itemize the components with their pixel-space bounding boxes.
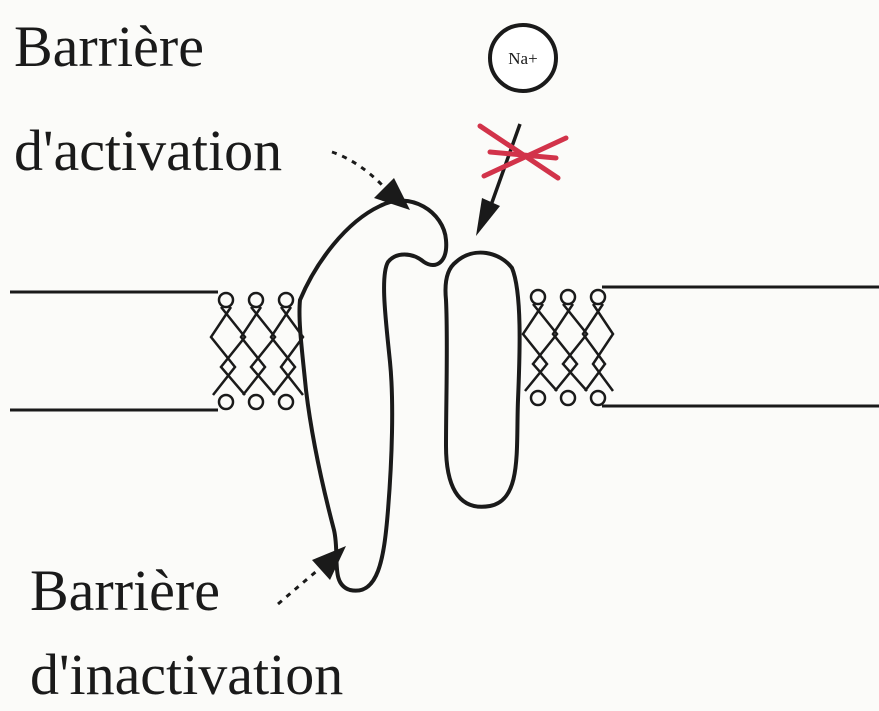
lipid-bilayer-right bbox=[523, 290, 613, 405]
lipid-head bbox=[591, 290, 605, 304]
lipid-head bbox=[249, 395, 263, 409]
lipid-head bbox=[279, 395, 293, 409]
sodium-ion: Na+ bbox=[490, 25, 556, 91]
sodium-channel bbox=[299, 201, 519, 591]
lipid-bilayer-left bbox=[211, 293, 303, 409]
inactivation-arrow-head bbox=[312, 546, 346, 580]
ion-label: Na+ bbox=[508, 49, 537, 68]
lipid-tails bbox=[211, 307, 303, 395]
channel-right-subunit bbox=[445, 253, 519, 507]
lipid-head bbox=[279, 293, 293, 307]
activation-arrow bbox=[332, 152, 410, 210]
lipid-head bbox=[219, 293, 233, 307]
lipid-head bbox=[219, 395, 233, 409]
lipid-head bbox=[531, 391, 545, 405]
blocked-cross-icon bbox=[480, 126, 566, 178]
lipid-head bbox=[591, 391, 605, 405]
inactivation-arrow-line bbox=[278, 570, 318, 604]
lipid-head bbox=[249, 293, 263, 307]
channel-left-subunit bbox=[299, 201, 446, 591]
lipid-head bbox=[561, 391, 575, 405]
lipid-head bbox=[561, 290, 575, 304]
lipid-head bbox=[531, 290, 545, 304]
lipid-tails bbox=[523, 304, 613, 391]
ion-arrow-head bbox=[476, 198, 500, 236]
